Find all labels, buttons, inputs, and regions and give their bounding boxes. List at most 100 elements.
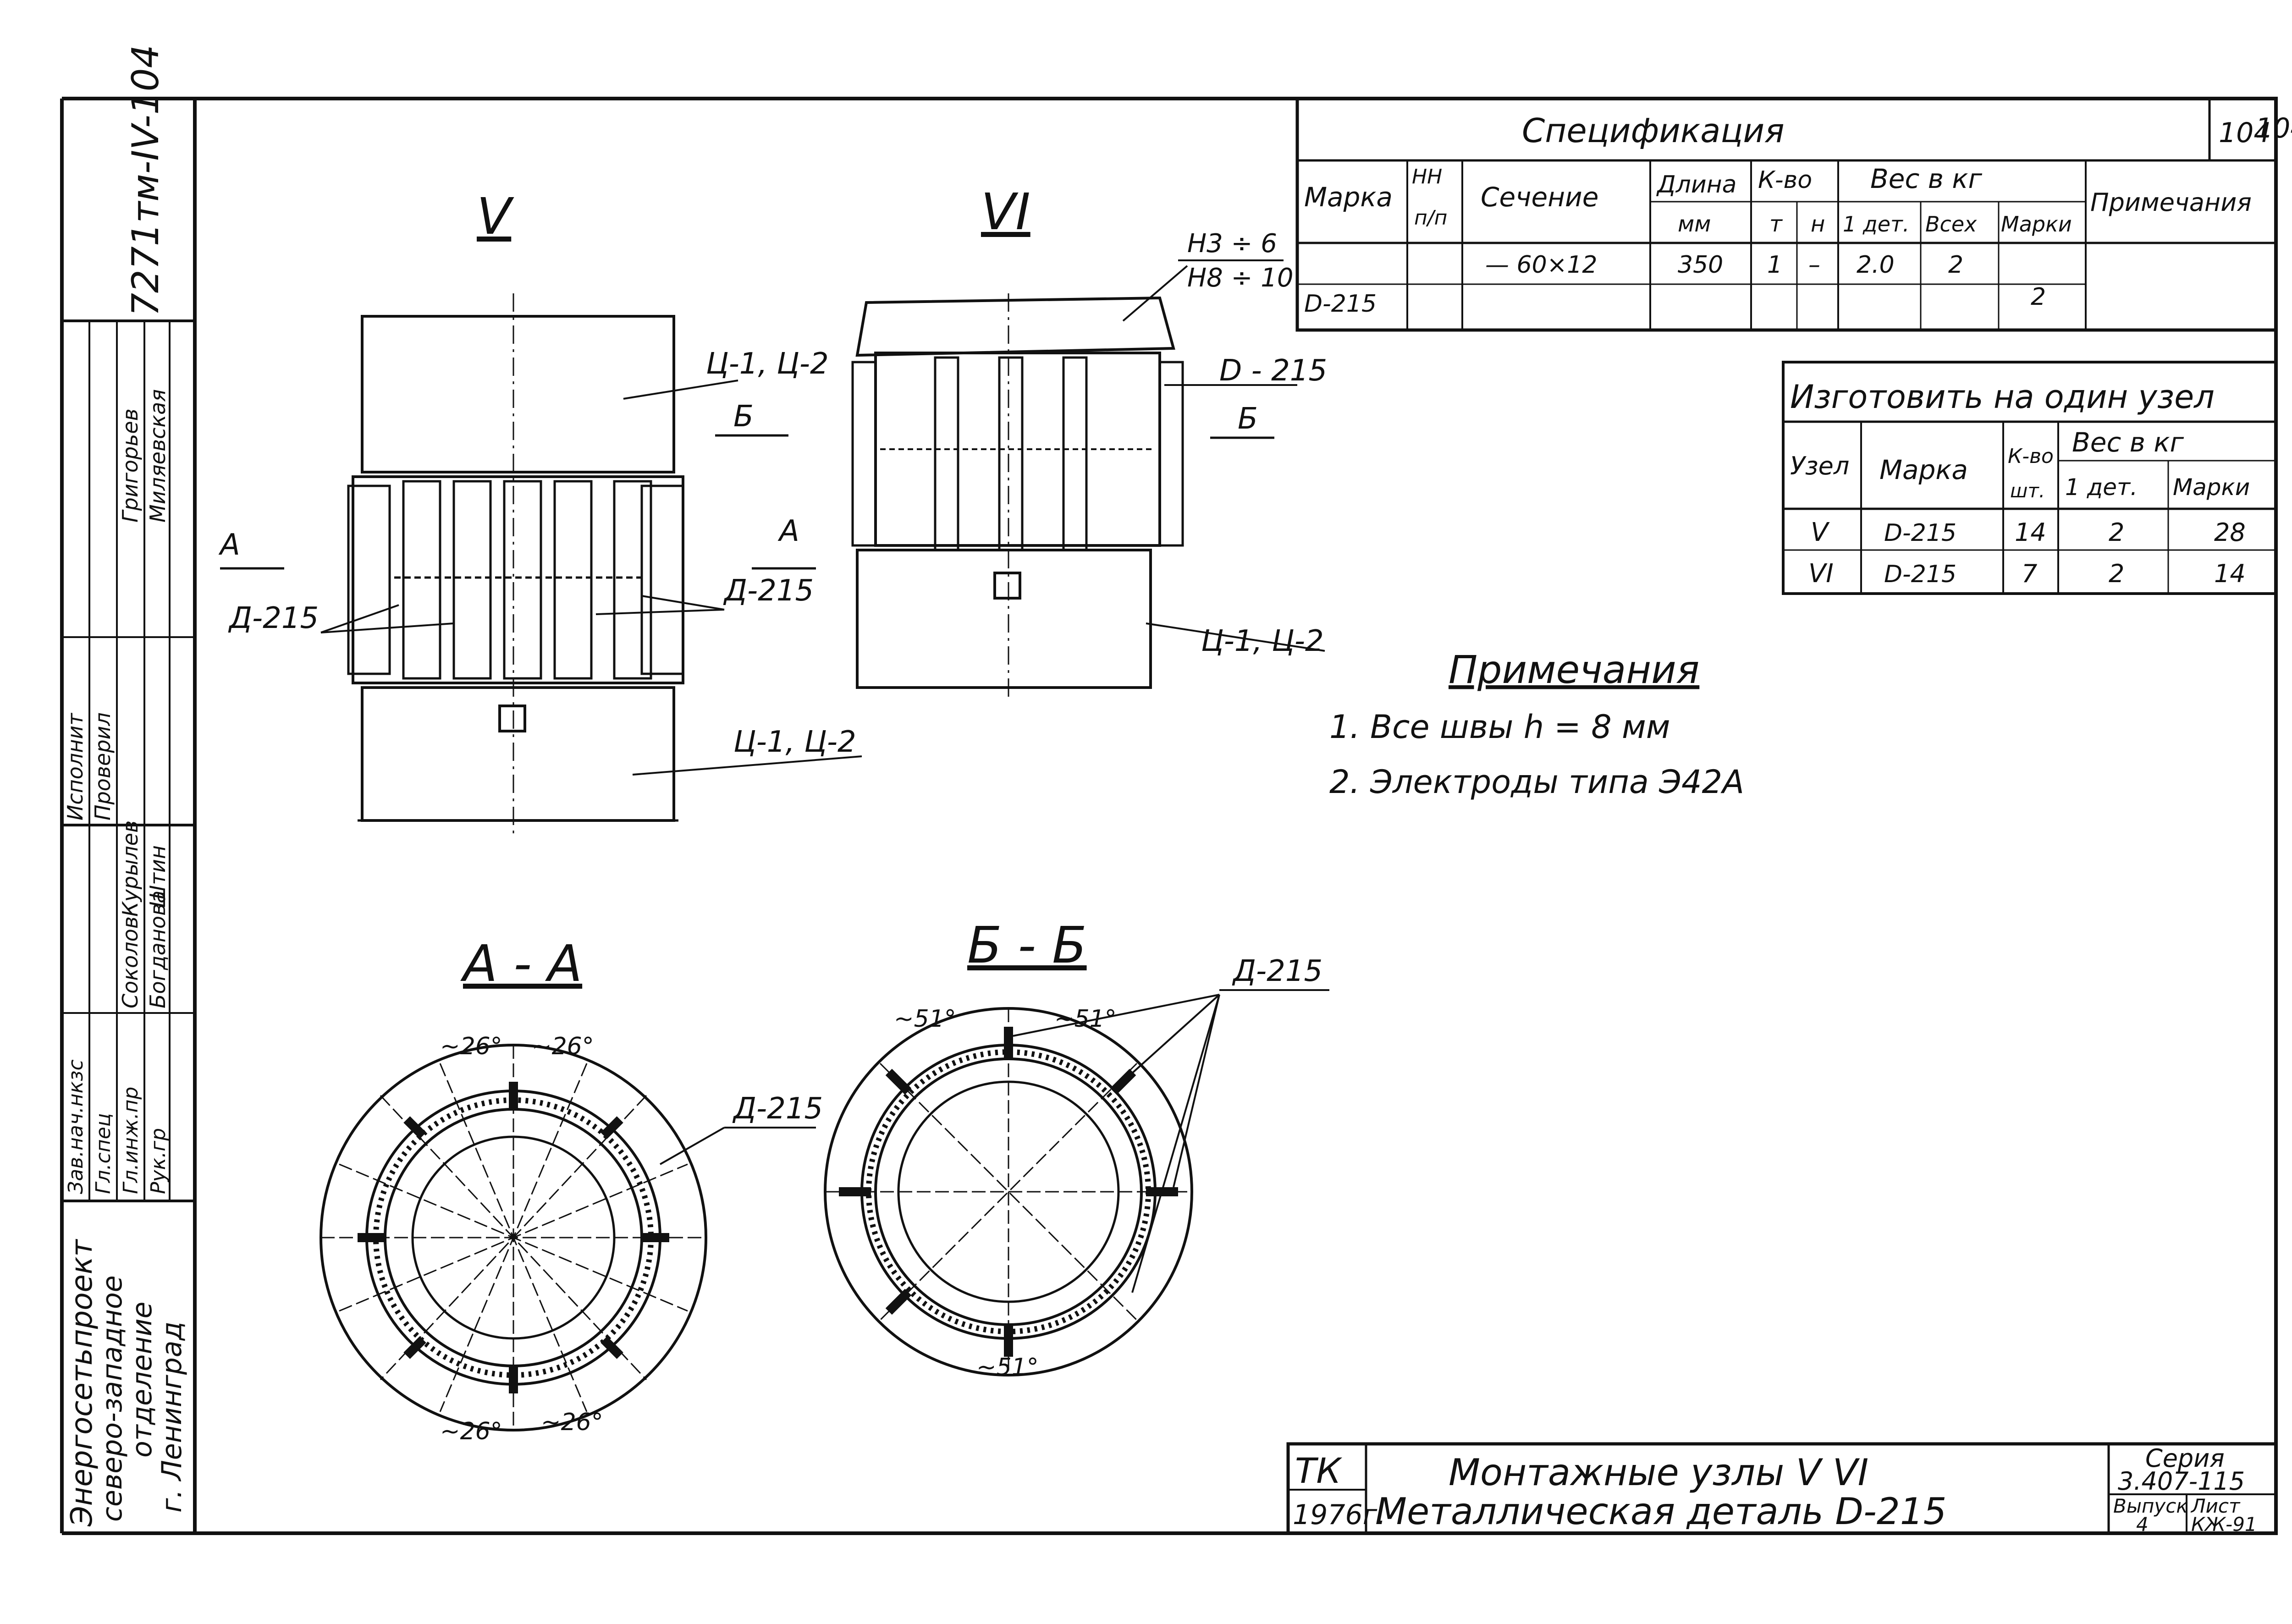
signature-role: Гл.спец bbox=[92, 1113, 115, 1194]
title-line-2: Металлическая деталь D-215 bbox=[1375, 1490, 1947, 1533]
manufacture-cell-node: V bbox=[1811, 517, 1830, 547]
signature-role: Рук.гр bbox=[147, 1128, 170, 1194]
section-bb-detail-label: Д-215 bbox=[1232, 954, 1322, 988]
spec-header-pp: п/п bbox=[1414, 206, 1447, 230]
view-vi-title: VI bbox=[981, 182, 1030, 241]
manufacture-header-weight: Вес в кг bbox=[2072, 427, 2184, 458]
spec-header-qty: К-во bbox=[1758, 166, 1812, 194]
manufacture-header-qty: К-во bbox=[2008, 445, 2054, 468]
spec-header-nn: НН bbox=[1412, 165, 1442, 188]
section-bb-angle: ~51° bbox=[976, 1354, 1039, 1381]
section-aa-angle: ~26° bbox=[440, 1418, 502, 1445]
manufacture-header-node: Узел bbox=[1790, 451, 1849, 480]
view-vi-cylinder-label: Ц-1, Ц-2 bbox=[1201, 624, 1324, 658]
view-vi-detail-label: D - 215 bbox=[1219, 354, 1327, 388]
title-issue-label: Выпуск bbox=[2113, 1495, 2188, 1517]
section-aa-angle: ~26° bbox=[541, 1409, 603, 1436]
view-v-cut-b: Б bbox=[733, 400, 754, 434]
spec-cell-one-det: 2.0 bbox=[1857, 251, 1895, 279]
manufacture-cell-one-det: 2 bbox=[2109, 518, 2124, 547]
manufacture-cell-qty: 7 bbox=[2022, 559, 2037, 588]
title-series-label: Серия bbox=[2145, 1444, 2225, 1473]
spec-header-mm: мм bbox=[1678, 211, 1711, 237]
signature-name: Богданова bbox=[145, 891, 170, 1008]
notes-title: Примечания bbox=[1449, 647, 1699, 692]
title-line-1: Монтажные узлы V VI bbox=[1449, 1451, 1868, 1494]
spec-header-t: т bbox=[1769, 211, 1783, 237]
spec-header-section: Сечение bbox=[1481, 182, 1598, 213]
manufacture-cell-marks: 28 bbox=[2214, 518, 2246, 547]
manufacture-cell-mark: D-215 bbox=[1884, 519, 1956, 547]
spec-header-n: н bbox=[1811, 211, 1825, 237]
spec-header-length: Длина bbox=[1656, 171, 1737, 198]
signature-role: Проверил bbox=[90, 712, 115, 820]
signature-name: Соколов bbox=[118, 916, 143, 1008]
section-aa-angle: ~26° bbox=[532, 1033, 594, 1060]
section-aa-detail-label: Д-215 bbox=[732, 1092, 823, 1126]
manufacture-title: Изготовить на один узел bbox=[1790, 378, 2215, 416]
notes: Примечания 1. Все швы h = 8 мм 2. Электр… bbox=[1329, 647, 1744, 801]
organization-line: г. Ленинград bbox=[156, 1321, 188, 1513]
spec-title: Спецификация bbox=[1522, 111, 1785, 150]
weld-plates bbox=[347, 480, 684, 680]
manufacture-cell-node: VI bbox=[1808, 559, 1834, 589]
title-issue-value: 4 bbox=[2136, 1513, 2149, 1536]
spec-cell-marks: 2 bbox=[2031, 283, 2046, 311]
section-aa-angle: ~26° bbox=[440, 1033, 502, 1060]
signature-name: Штин bbox=[145, 845, 170, 908]
view-vi: VI Н3 ÷ 6 Н8 ÷ 10 D - 215 Б Ц-1, Ц-2 bbox=[851, 182, 1327, 697]
view-v-title: V bbox=[477, 187, 514, 246]
signature-role: Гл.инж.пр bbox=[119, 1087, 143, 1194]
manufacture-header-mark: Марка bbox=[1879, 454, 1968, 485]
manufacture-cell-qty: 14 bbox=[2015, 518, 2046, 547]
view-v-label-detail-right: Д-215 bbox=[723, 574, 814, 608]
view-vi-cut-b: Б bbox=[1238, 402, 1258, 436]
manufacture-cell-one-det: 2 bbox=[2109, 559, 2124, 588]
manufacture-table: Изготовить на один узел Узел Марка К-во … bbox=[1782, 361, 2277, 595]
view-vi-weld-top: Н3 ÷ 6 bbox=[1187, 229, 1277, 259]
title-year: 1976г. bbox=[1293, 1499, 1386, 1531]
view-v-label-detail-left: Д-215 bbox=[228, 601, 319, 635]
specification-table: Спецификация 104 Марка НН п/п Сечение Дл… bbox=[1295, 97, 2278, 332]
spec-cell-all: 2 bbox=[1948, 251, 1963, 279]
spec-header-all: Всех bbox=[1925, 212, 1977, 237]
section-bb-angle: ~51° bbox=[894, 1005, 956, 1033]
spec-cell-n: – bbox=[1808, 251, 1820, 279]
bb-radial-lines bbox=[825, 1008, 1192, 1375]
manufacture-cell-marks: 14 bbox=[2214, 559, 2246, 588]
title-sheet-value: КЖ-91 bbox=[2191, 1513, 2257, 1536]
organization-line: северо-западное bbox=[96, 1275, 128, 1522]
section-aa-title: А - А bbox=[460, 934, 582, 993]
spec-cell-section: — 60×12 bbox=[1485, 251, 1597, 279]
title-org-code: ТК bbox=[1295, 1450, 1342, 1491]
section-bb: Б - Б Д-215 ~51° ~51° ~51° bbox=[824, 916, 1329, 1381]
spec-header-one-det: 1 дет. bbox=[1843, 212, 1909, 237]
sheet-frame bbox=[60, 97, 2278, 1535]
section-bb-angle: ~51° bbox=[1054, 1005, 1117, 1033]
title-sheet-label: Лист bbox=[2190, 1495, 2241, 1517]
spec-header-mark: Марка bbox=[1304, 182, 1393, 213]
spec-cell-mark: D-215 bbox=[1304, 290, 1377, 318]
spec-cell-t: 1 bbox=[1767, 251, 1782, 279]
bb-plates bbox=[839, 1027, 1178, 1357]
side-code: 7271тм-IV-104 bbox=[124, 45, 167, 316]
signature-name: Григорьев bbox=[118, 408, 143, 523]
view-vi-weld-bottom: Н8 ÷ 10 bbox=[1187, 263, 1294, 293]
section-aa: А - А Д-215 ~26° ~26° bbox=[320, 934, 823, 1445]
organization-line: Энергосетьпроект bbox=[65, 1239, 99, 1527]
title-series-value: 3.407-115 bbox=[2118, 1467, 2245, 1496]
spec-cell-length: 350 bbox=[1678, 251, 1723, 279]
view-v: V Ц-1, Ц-2 Б А А Д-215 bbox=[218, 187, 862, 839]
manufacture-header-one-det: 1 дет. bbox=[2065, 474, 2138, 501]
spec-header-notes: Примечания bbox=[2090, 188, 2252, 217]
spec-header-marks: Марки bbox=[2001, 212, 2072, 237]
view-v-label-cyl-bottom: Ц-1, Ц-2 bbox=[733, 725, 856, 759]
section-bb-title: Б - Б bbox=[967, 916, 1087, 974]
view-v-cut-a-right: А bbox=[777, 514, 799, 548]
signature-name: Курылев bbox=[118, 820, 143, 917]
notes-item: 1. Все швы h = 8 мм bbox=[1329, 708, 1670, 746]
view-v-cut-a-left: А bbox=[218, 528, 240, 562]
signature-role: Зав.нач.нкзс bbox=[64, 1059, 88, 1194]
view-v-label-cyl-top: Ц-1, Ц-2 bbox=[706, 347, 829, 381]
